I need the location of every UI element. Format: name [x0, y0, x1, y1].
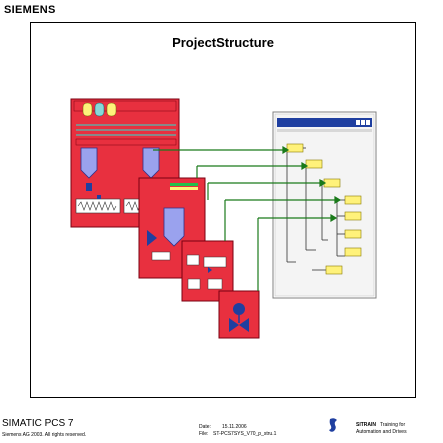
- siemens-brand: SIEMENS: [4, 4, 56, 16]
- tree-item-2: [344, 211, 362, 221]
- footer-file-value: ST-PCS7SYS_V70_p_stru.1: [213, 431, 277, 437]
- tree-item-plant: [305, 159, 323, 169]
- tree-item-unit: [323, 178, 341, 188]
- tree-window: [272, 111, 377, 299]
- footer-product: SIMATIC PCS 7: [2, 418, 74, 429]
- sitrain-label: SITRAIN: [356, 422, 376, 428]
- footer-file-label: File:: [199, 431, 209, 437]
- tree-item-1: [344, 195, 362, 205]
- training-sublabel: Automation and Drives: [356, 429, 407, 435]
- plant-block: [70, 98, 180, 228]
- valve-block: [218, 290, 260, 339]
- tree-item-3: [344, 229, 362, 239]
- window-titlebar: [277, 118, 372, 127]
- tree-items: [286, 143, 362, 275]
- tree-item-project: [286, 143, 304, 153]
- footer-copyright: Siemens AG 2003. All rights reserved.: [2, 432, 87, 438]
- subunit-block: [181, 240, 234, 302]
- slide-title: ProjectStructure: [172, 35, 274, 50]
- tree-item-5: [325, 265, 343, 275]
- sitrain-logo-icon: [327, 416, 341, 434]
- footer-date-value: 15.11.2006: [222, 424, 247, 430]
- training-label: Training for: [380, 422, 406, 428]
- tree-item-4: [344, 247, 362, 257]
- footer-date-label: Date:: [199, 424, 211, 430]
- mapping-arrows: [153, 145, 342, 291]
